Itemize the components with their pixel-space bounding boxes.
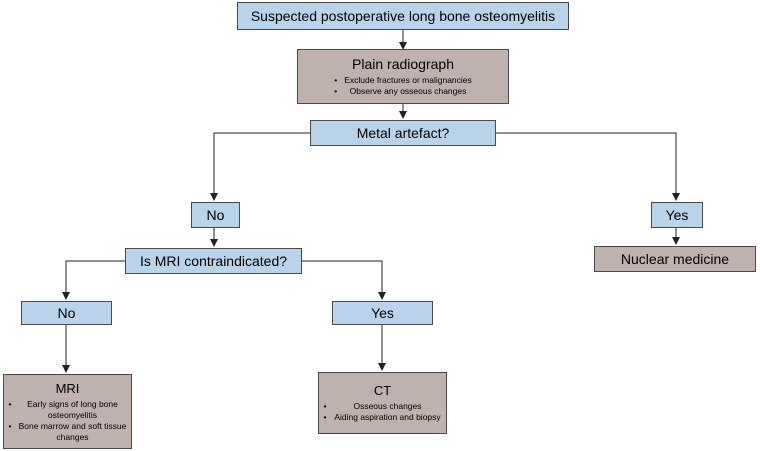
no-node-metal: No [191, 202, 240, 228]
bullet-item: Early signs of long bone osteomyelitis [9, 399, 127, 421]
mri-title: MRI [55, 380, 80, 396]
bullet-item: Aiding aspiration and biopsy [324, 412, 442, 423]
arrow-mri-question-to-no [62, 260, 125, 300]
no-node-mri-label: No [57, 304, 76, 321]
arrow-metal-to-no [210, 132, 310, 201]
plain-radiograph-node: Plain radiograph Exclude fractures or ma… [297, 49, 509, 104]
nuclear-medicine-label: Nuclear medicine [620, 250, 730, 267]
no-node-mri: No [21, 301, 112, 325]
arrow-metal-to-yes [496, 132, 680, 201]
start-node: Suspected postoperative long bone osteom… [237, 2, 569, 30]
mri-bullets: Early signs of long bone osteomyelitis B… [9, 399, 127, 443]
yes-node-mri-label: Yes [371, 304, 394, 321]
metal-artefact-node: Metal artefact? [310, 120, 496, 146]
arrow-mri-question-to-yes [302, 260, 386, 300]
plain-radiograph-bullets: Exclude fractures or malignancies Observ… [334, 75, 472, 97]
mri-contraindicated-label: Is MRI contraindicated? [139, 252, 288, 269]
ct-title: CT [373, 383, 392, 398]
nuclear-medicine-node: Nuclear medicine [594, 246, 756, 272]
yes-node-metal: Yes [651, 202, 703, 228]
ct-node: CT Osseous changes Aiding aspiration and… [318, 372, 447, 434]
plain-radiograph-title: Plain radiograph [352, 56, 454, 72]
no-node-metal-label: No [206, 206, 225, 223]
mri-contraindicated-node: Is MRI contraindicated? [125, 248, 302, 274]
bullet-item: Exclude fractures or malignancies [334, 75, 472, 86]
yes-node-mri: Yes [332, 301, 433, 325]
mri-node: MRI Early signs of long bone osteomyelit… [3, 374, 132, 449]
start-node-label: Suspected postoperative long bone osteom… [250, 7, 556, 24]
bullet-item: Bone marrow and soft tissue changes [9, 421, 127, 443]
yes-node-metal-label: Yes [665, 206, 689, 223]
metal-artefact-label: Metal artefact? [356, 124, 450, 141]
ct-bullets: Osseous changes Aiding aspiration and bi… [324, 401, 442, 423]
bullet-item: Observe any osseous changes [334, 86, 472, 97]
bullet-item: Osseous changes [324, 401, 442, 412]
